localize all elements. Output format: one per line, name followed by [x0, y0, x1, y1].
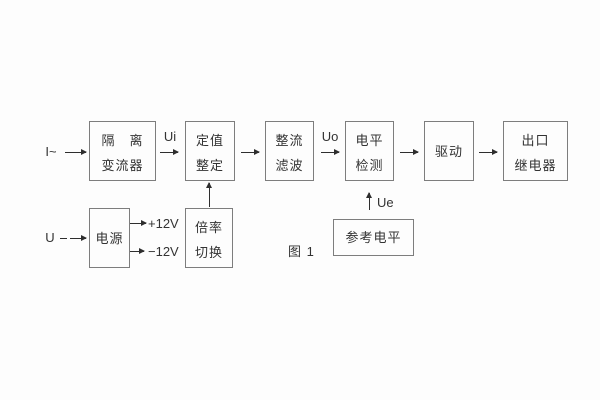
arrow-reference-level-ue — [366, 192, 372, 210]
box-setpoint-line1: 定值 — [195, 132, 224, 148]
box-output-relay-line1: 出口 — [521, 132, 550, 148]
label-uo: Uo — [321, 129, 339, 144]
box-rectifier-line2: 滤波 — [275, 157, 304, 173]
label-input-voltage: U — [45, 230, 55, 245]
box-driver-line1: 驱动 — [434, 143, 463, 159]
box-level-detect-line2: 检测 — [355, 157, 384, 173]
label-minus-12v: −12V — [148, 244, 179, 259]
box-isolation-line1: 隔 离 — [101, 132, 144, 148]
label-ue: Ue — [377, 195, 394, 210]
box-ratio-line2: 切换 — [194, 244, 223, 260]
arrow-level-detect-to-driver — [400, 149, 419, 155]
box-ratio-line1: 倍率 — [194, 219, 223, 235]
box-output-relay: 出口 继电器 — [503, 121, 568, 181]
arrow-isolation-to-setpoint — [160, 149, 179, 155]
arrow-input-current-to-isolation — [65, 149, 87, 155]
box-level-detect-line1: 电平 — [355, 132, 384, 148]
label-input-current: I~ — [45, 144, 57, 159]
arrow-power-plus-12v — [130, 220, 147, 226]
box-output-relay-line2: 继电器 — [514, 157, 557, 173]
box-setpoint-line2: 整定 — [195, 157, 224, 173]
arrow-driver-to-output-relay — [479, 149, 498, 155]
dash-input-voltage — [60, 238, 67, 239]
box-rectifier-line1: 整流 — [275, 132, 304, 148]
label-plus-12v: +12V — [148, 216, 179, 231]
box-isolation-line2: 变流器 — [101, 157, 144, 173]
arrow-rectifier-to-level-detect — [321, 149, 340, 155]
box-isolation-transformer: 隔 离 变流器 — [89, 121, 156, 181]
box-reference-level: 参考电平 — [333, 219, 414, 256]
arrow-input-voltage-to-power — [70, 235, 87, 241]
box-level-detect: 电平 检测 — [345, 121, 394, 181]
box-ratio-switch: 倍率 切换 — [185, 208, 233, 268]
box-power-line1: 电源 — [95, 230, 124, 246]
box-rectifier-filter: 整流 滤波 — [265, 121, 314, 181]
box-power-supply: 电源 — [89, 208, 130, 268]
arrow-power-minus-12v — [130, 248, 145, 254]
box-setpoint-adjust: 定值 整定 — [185, 121, 235, 181]
box-reference-line1: 参考电平 — [345, 230, 402, 245]
box-driver: 驱动 — [424, 121, 474, 181]
arrow-setpoint-to-rectifier — [241, 149, 260, 155]
figure-caption: 图 1 — [288, 244, 315, 259]
arrow-ratio-switch-to-setpoint — [206, 182, 212, 207]
label-ui: Ui — [163, 129, 177, 144]
